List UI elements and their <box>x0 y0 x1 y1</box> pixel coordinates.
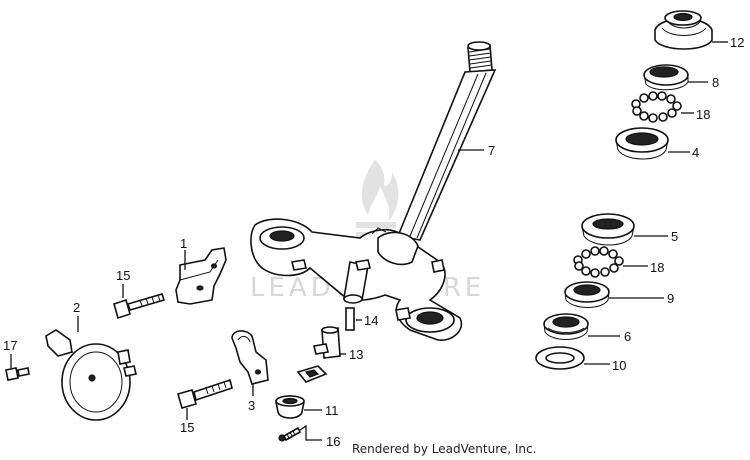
part-1-bracket <box>175 247 227 305</box>
part-7-steering-stem <box>250 41 497 341</box>
callout-13: 13 <box>349 347 363 362</box>
callout-10: 10 <box>612 358 626 373</box>
callout-18-lower: 18 <box>650 260 664 275</box>
callout-3: 3 <box>248 398 255 413</box>
part-4-ball-race <box>615 127 669 160</box>
part-18-steel-balls-upper <box>631 91 682 123</box>
callout-15-upper: 15 <box>116 268 130 283</box>
callout-15-lower: 15 <box>180 420 194 435</box>
callout-12: 12 <box>730 35 744 50</box>
part-11-cup <box>275 395 305 419</box>
part-13-lock <box>296 326 341 383</box>
callout-5: 5 <box>671 229 678 244</box>
callout-1: 1 <box>180 236 187 251</box>
callout-8: 8 <box>712 75 719 90</box>
part-3-clamp <box>231 330 269 385</box>
leader-16 <box>299 424 322 441</box>
callout-7: 7 <box>488 143 495 158</box>
callout-4: 4 <box>692 145 699 160</box>
part-10-washer <box>535 346 585 370</box>
callout-9: 9 <box>667 291 674 306</box>
part-18-steel-balls-lower <box>573 246 624 278</box>
callout-17: 17 <box>3 338 17 353</box>
part-15-bolt-lower <box>177 378 233 409</box>
render-credit: Rendered by LeadVenture, Inc. <box>352 442 537 456</box>
part-15-bolt-upper <box>113 293 166 320</box>
callout-6: 6 <box>624 329 631 344</box>
part-2-horn <box>45 329 137 421</box>
part-12-dust-cap <box>654 10 713 50</box>
callout-18-upper: 18 <box>696 107 710 122</box>
callout-16: 16 <box>326 434 340 449</box>
callout-14: 14 <box>364 313 378 328</box>
part-8-cone-race <box>643 64 689 91</box>
part-9-cone-race <box>564 281 610 308</box>
part-14-spring <box>345 307 355 331</box>
part-16-screw <box>278 426 302 442</box>
callout-2: 2 <box>73 300 80 315</box>
callout-11: 11 <box>325 403 339 418</box>
part-17-bolt <box>5 367 30 381</box>
part-6-dust-seal <box>543 313 589 340</box>
part-5-lower-race <box>581 213 635 246</box>
